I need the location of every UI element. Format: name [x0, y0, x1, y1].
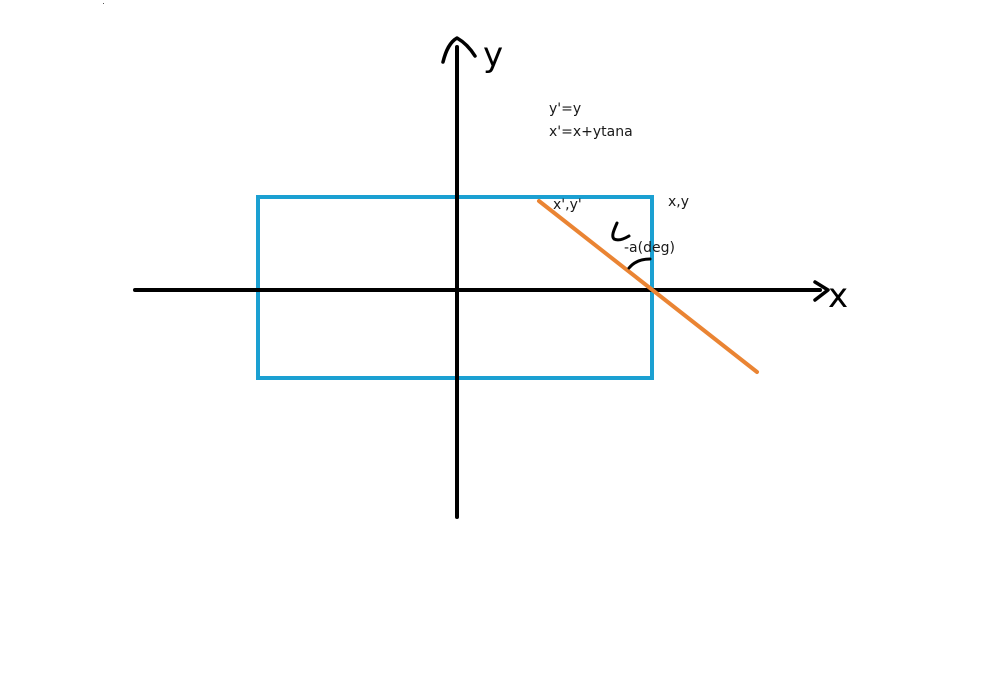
stray-dot — [103, 3, 104, 4]
shear-line — [537, 199, 759, 374]
equation-x-prime: x'=x+ytana — [549, 124, 633, 140]
y-axis-arrowhead — [441, 36, 477, 64]
angle-mark-glyph — [611, 221, 631, 242]
x-axis-arrowhead — [813, 280, 830, 302]
sheared-point-label: x',y' — [553, 197, 582, 213]
original-point-label: x,y — [668, 194, 689, 210]
angle-arc — [627, 257, 652, 270]
angle-label: -a(deg) — [624, 240, 675, 256]
x-axis-label: x — [828, 276, 848, 316]
y-axis-label: y — [483, 35, 503, 75]
equation-y-prime: y'=y — [549, 101, 581, 117]
